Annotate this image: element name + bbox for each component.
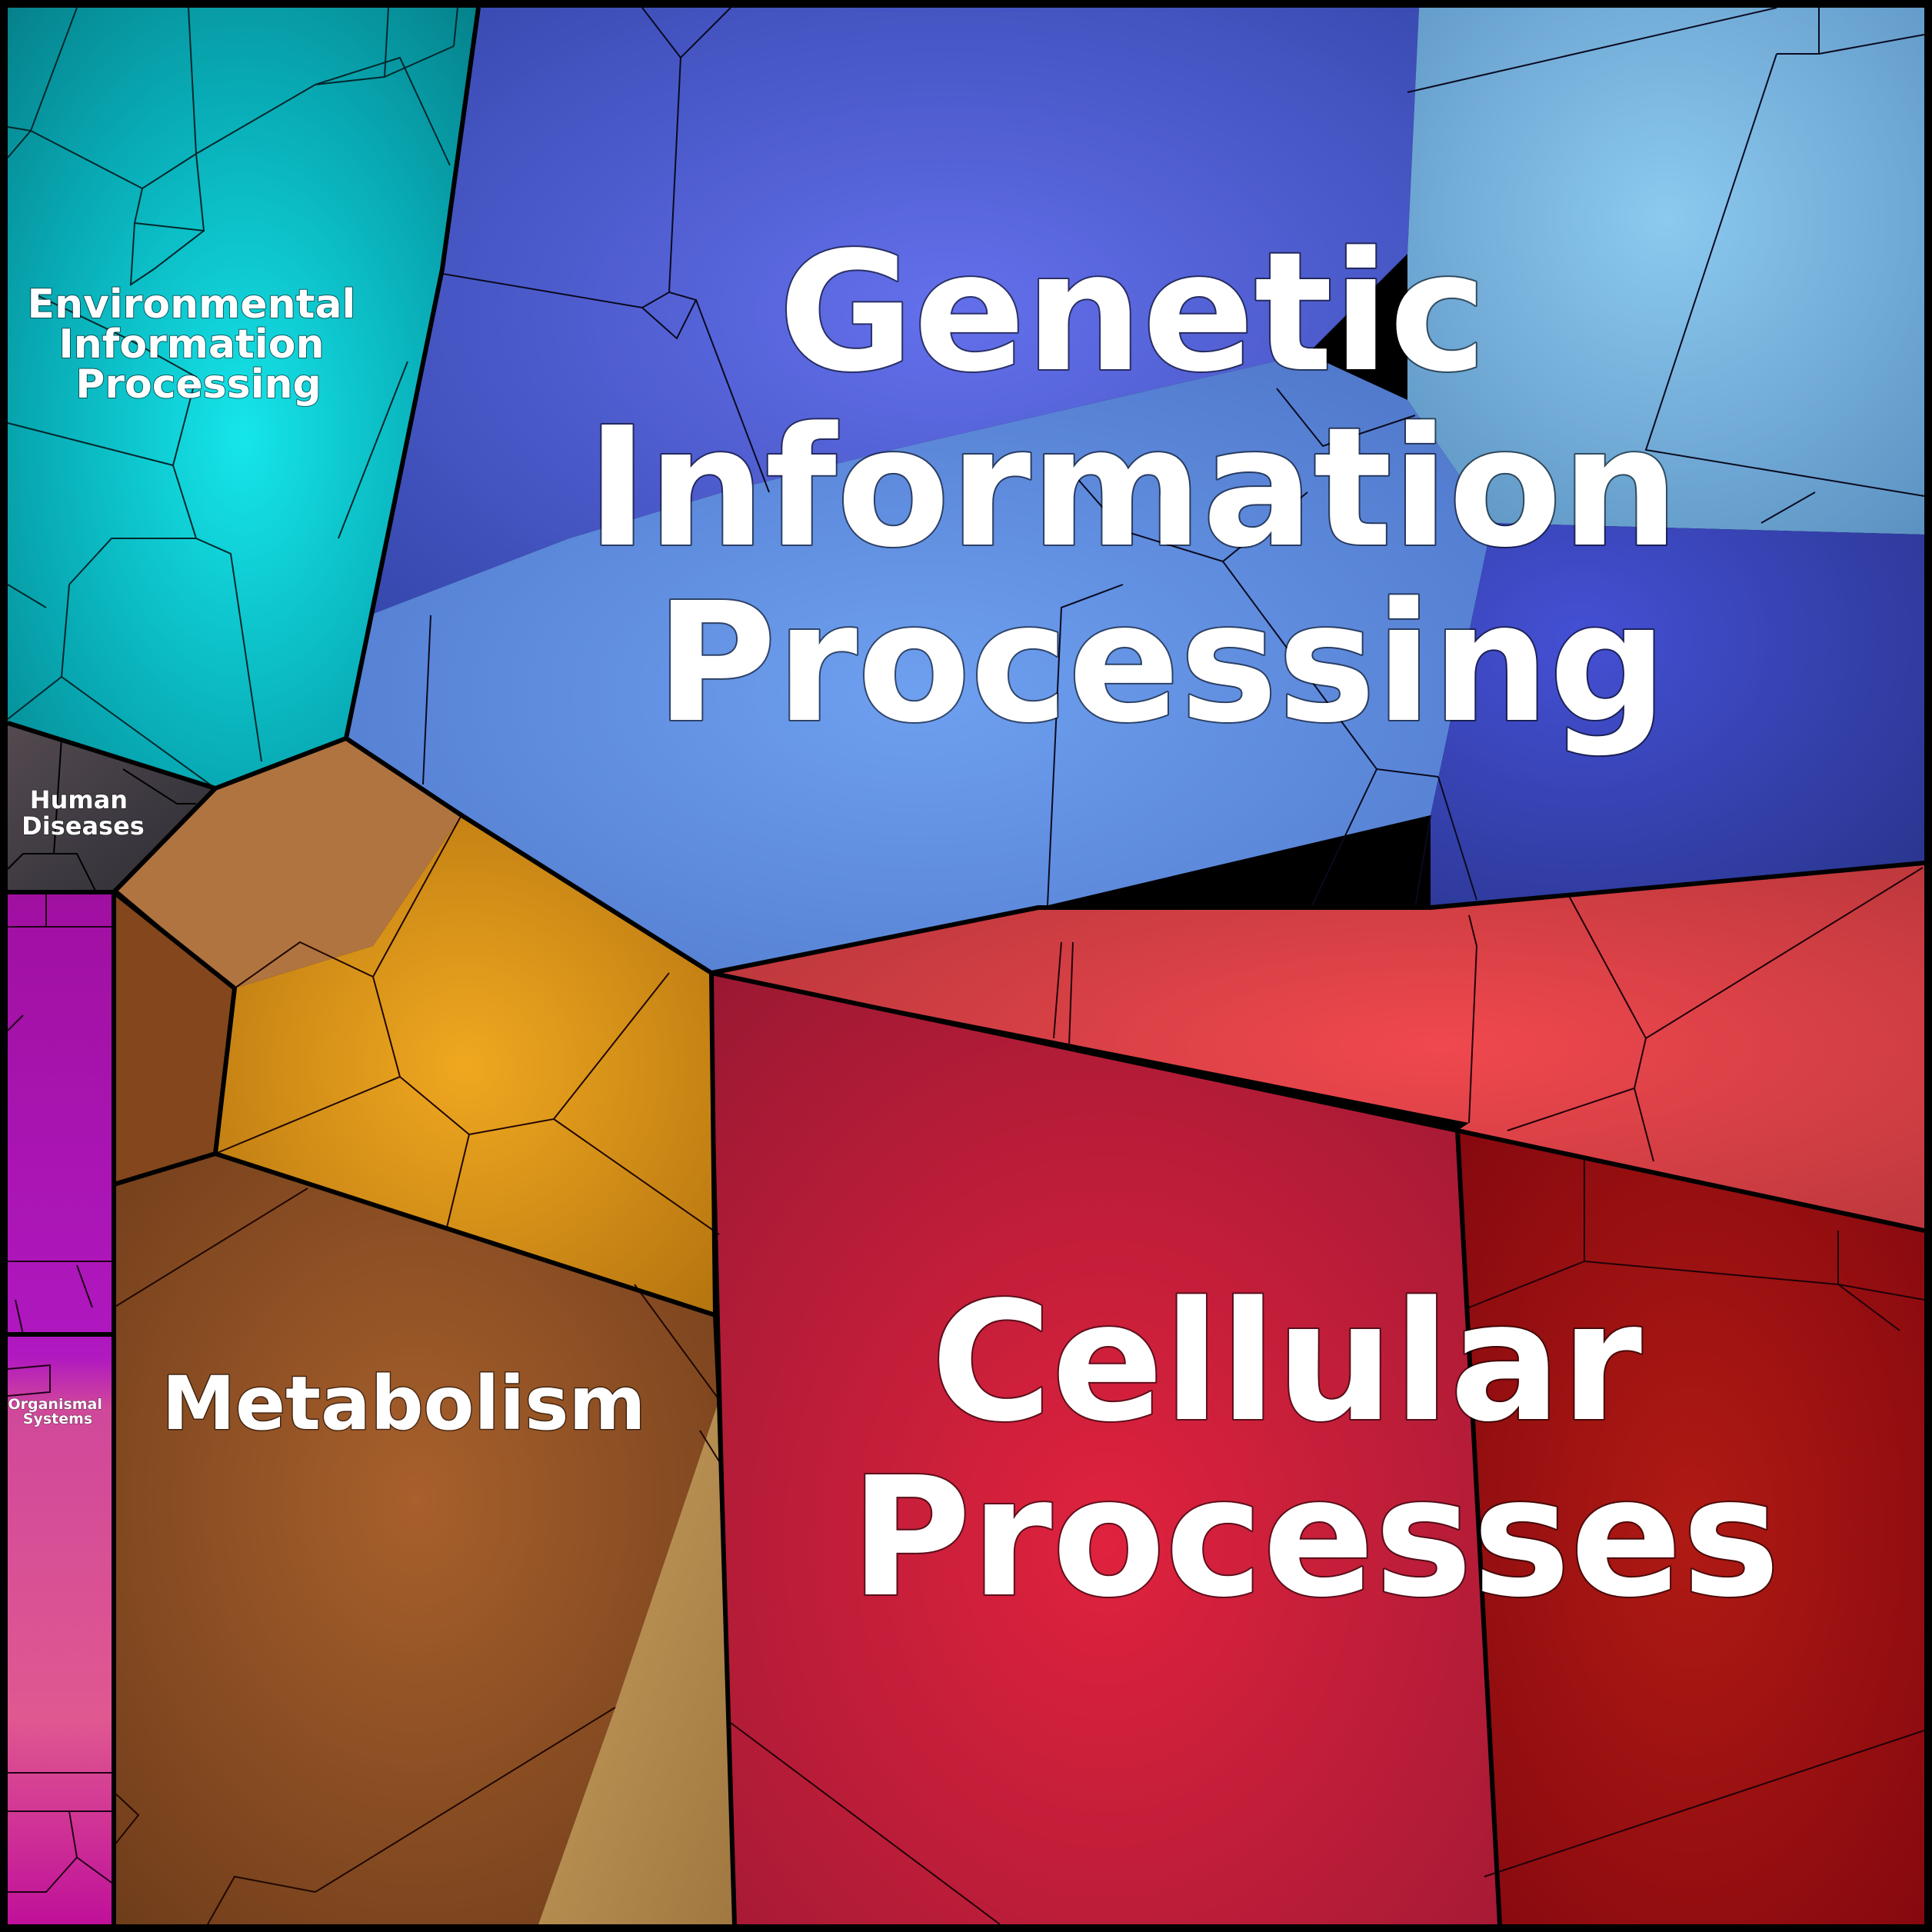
genetic-cell-light	[346, 354, 1492, 973]
human-inner-edges	[7, 738, 196, 893]
label-human-line-1: Human	[30, 785, 128, 814]
region-environmental	[7, 7, 478, 789]
label-environmental-line-3: Processing	[75, 361, 321, 408]
label-human-line-2: Diseases	[22, 811, 145, 841]
label-organismal-line-1: Organismal	[8, 1396, 102, 1413]
group-boundaries	[7, 7, 1925, 1925]
metabolism-inner-edges	[113, 814, 720, 1925]
label-cellular-line-2: Processes	[851, 1442, 1780, 1634]
organismal-cell	[8, 892, 114, 1924]
metabolism-cell-top	[115, 738, 461, 988]
label-genetic: Genetic Information Processing	[587, 217, 1737, 759]
metabolism-cell-main	[114, 1154, 719, 1924]
label-cellular-line-1: Cellular	[931, 1267, 1642, 1458]
label-genetic-line-2: Information	[587, 392, 1679, 584]
label-organismal-line-2: Systems	[23, 1411, 92, 1427]
label-environmental-line-1: Environmental	[27, 281, 355, 328]
label-cellular: Cellular Processes	[851, 1267, 1780, 1634]
label-organismal: Organismal Systems	[8, 1396, 107, 1427]
cellular-cell-salmon	[711, 863, 1924, 1231]
label-genetic-line-3: Processing	[655, 568, 1667, 759]
region-genetic	[346, 7, 1925, 973]
genetic-inner-edges	[422, 7, 1925, 939]
region-metabolism	[113, 738, 734, 1925]
label-metabolism: Metabolism	[162, 1361, 646, 1447]
cellular-cell-main	[711, 973, 1500, 1924]
label-genetic-line-1: Genetic	[778, 217, 1487, 408]
region-cellular	[711, 863, 1925, 1925]
genetic-cell-sky	[1407, 8, 1924, 535]
metabolism-cell-gold	[215, 815, 715, 1315]
label-human: Human Diseases	[22, 785, 145, 841]
cellular-cell-dark	[1457, 1131, 1924, 1924]
label-environmental-line-2: Information	[58, 321, 324, 368]
environmental-inner-edges	[7, 7, 458, 789]
genetic-cell-dark	[369, 8, 1419, 615]
cellular-inner-edges	[730, 867, 1925, 1925]
label-metabolism-line-1: Metabolism	[162, 1361, 646, 1447]
environmental-cell	[8, 8, 478, 788]
region-human	[7, 723, 215, 893]
label-environmental: Environmental Information Processing	[27, 281, 369, 408]
region-organismal	[7, 892, 115, 1924]
genetic-cell-navy	[1431, 523, 1924, 908]
metabolism-cell-tan	[538, 1400, 734, 1924]
